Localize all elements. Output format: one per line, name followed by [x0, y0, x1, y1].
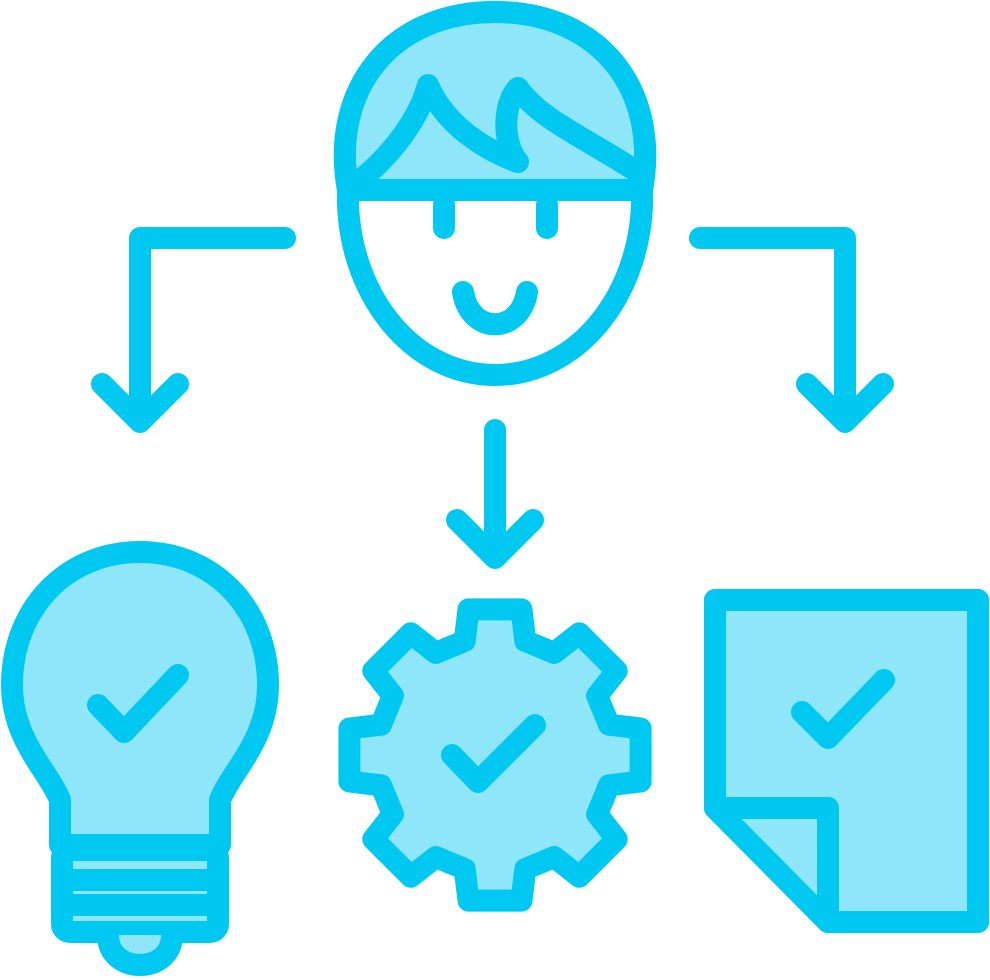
gear-check-icon	[338, 598, 652, 912]
person-head-icon	[333, 1, 657, 386]
lightbulb-check-icon	[1, 541, 279, 976]
document-check-mark	[791, 669, 895, 749]
bulb-check-mark	[87, 664, 189, 743]
arrow-down-center-icon	[446, 419, 544, 569]
smile	[452, 281, 538, 336]
arrow-down-left-icon	[91, 227, 296, 433]
document-check-icon	[704, 589, 989, 933]
arrow-down-right-icon	[689, 227, 894, 433]
gear-check-mark	[441, 714, 546, 793]
